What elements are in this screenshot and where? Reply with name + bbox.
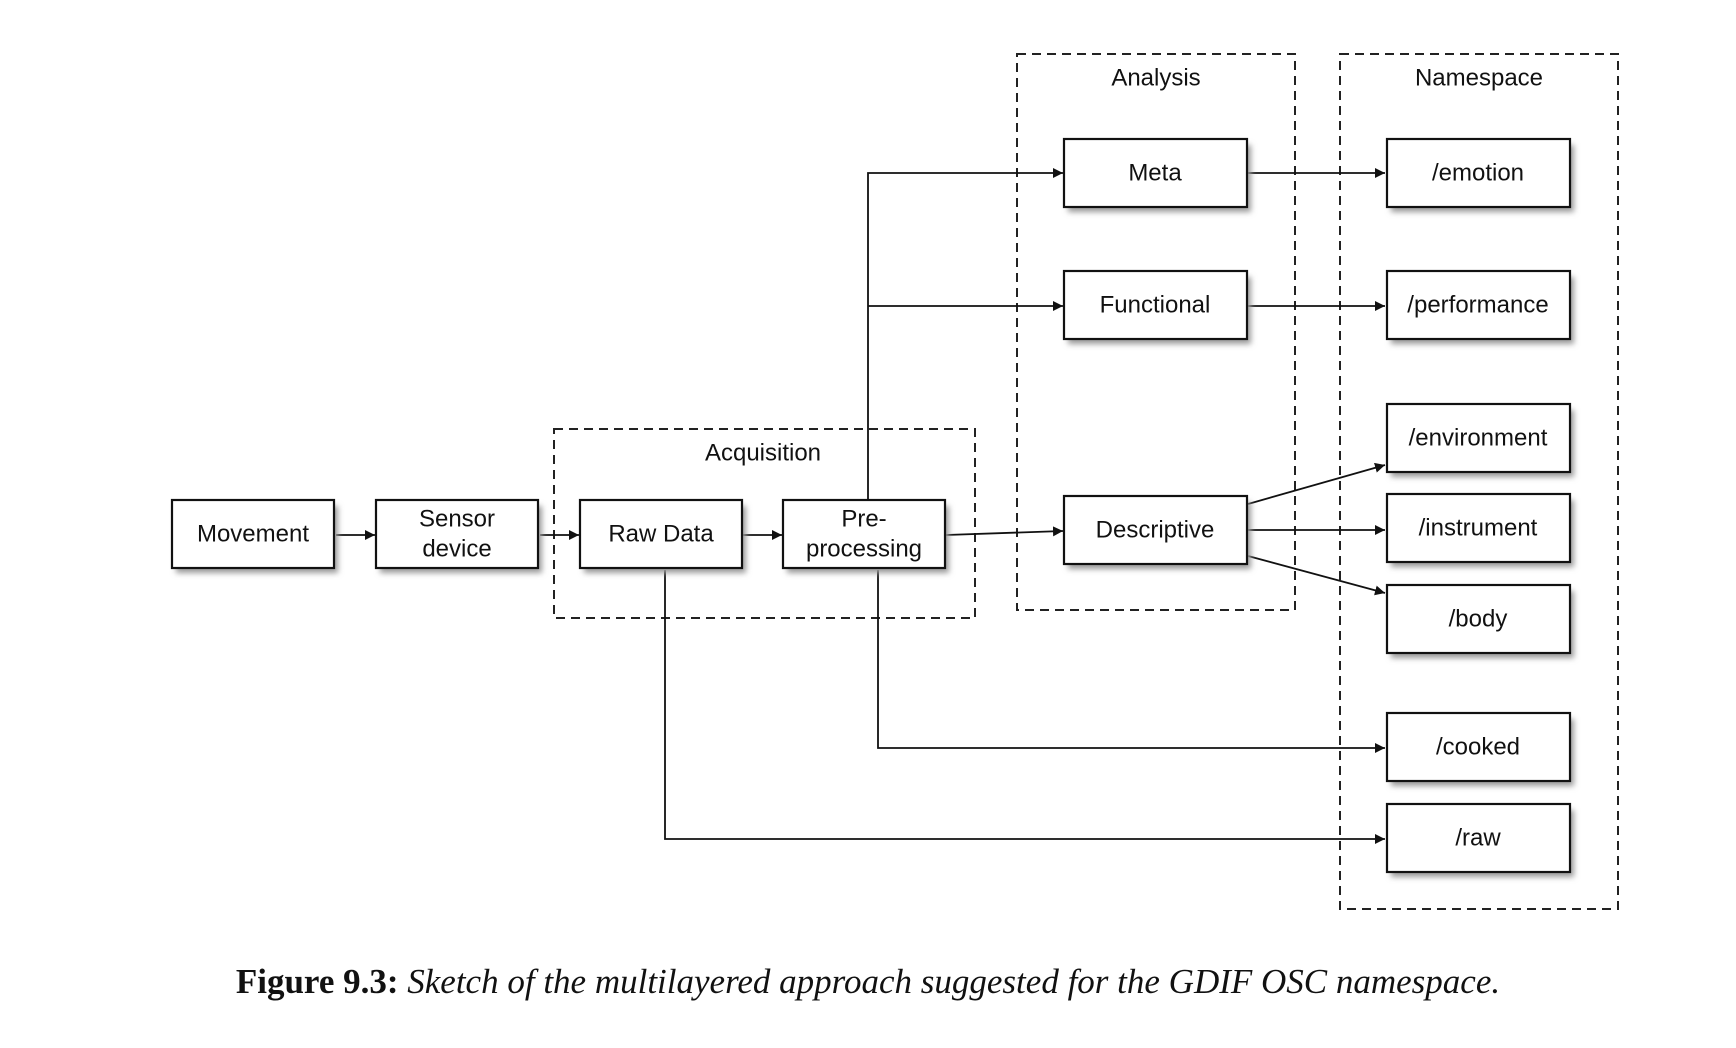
node-descriptive: Descriptive xyxy=(1062,494,1251,569)
node-body: /body xyxy=(1385,583,1574,658)
node-instrument-label: /instrument xyxy=(1419,514,1538,541)
node-sensor-label-line1: Sensor xyxy=(419,505,495,532)
node-movement-label: Movement xyxy=(197,520,309,547)
node-performance: /performance xyxy=(1385,269,1574,344)
node-raw: /raw xyxy=(1385,802,1574,877)
edge-rawdata-raw xyxy=(664,570,1385,844)
figure-caption: Figure 9.3: Sketch of the multilayered a… xyxy=(0,962,1736,1002)
edge-preprocessing-descriptive xyxy=(945,526,1064,537)
node-sensor-label-line2: device xyxy=(422,535,491,562)
group-label-acquisition: Acquisition xyxy=(705,439,821,466)
group-label-analysis: Analysis xyxy=(1111,64,1200,91)
group-analysis: Analysis xyxy=(1016,53,1296,611)
node-preprocessing-label-line1: Pre- xyxy=(841,505,886,532)
edge-descriptive-body xyxy=(1247,555,1386,596)
node-preprocessing-label-line2: processing xyxy=(806,535,922,562)
node-descriptive-label: Descriptive xyxy=(1096,516,1215,543)
node-raw-label: /raw xyxy=(1455,824,1501,851)
group-label-namespace: Namespace xyxy=(1415,64,1543,91)
node-cooked-label: /cooked xyxy=(1436,733,1520,760)
node-sensor-device: Sensor device xyxy=(374,498,542,573)
node-instrument: /instrument xyxy=(1385,492,1574,567)
node-movement: Movement xyxy=(170,498,338,573)
node-emotion-label: /emotion xyxy=(1432,159,1524,186)
node-functional: Functional xyxy=(1062,269,1251,344)
edge-preprocessing-cooked xyxy=(877,570,1385,753)
edge-preprocessing-meta xyxy=(867,168,1063,500)
node-environment: /environment xyxy=(1385,402,1574,477)
node-raw-data: Raw Data xyxy=(578,498,746,573)
node-meta: Meta xyxy=(1062,137,1251,212)
node-body-label: /body xyxy=(1449,605,1508,632)
node-meta-label: Meta xyxy=(1128,159,1182,186)
edges xyxy=(336,168,1386,844)
figure-caption-label: Figure 9.3: xyxy=(235,962,399,1001)
node-raw-data-label: Raw Data xyxy=(608,520,714,547)
edge-descriptive-environment xyxy=(1247,462,1386,505)
node-performance-label: /performance xyxy=(1407,291,1548,318)
group-acquisition: Acquisition xyxy=(553,428,976,619)
group-namespace: Namespace xyxy=(1339,53,1619,910)
node-emotion: /emotion xyxy=(1385,137,1574,212)
node-functional-label: Functional xyxy=(1100,291,1211,318)
node-environment-label: /environment xyxy=(1409,424,1548,451)
figure-caption-text: Sketch of the multilayered approach sugg… xyxy=(407,962,1501,1001)
node-cooked: /cooked xyxy=(1385,711,1574,786)
node-preprocessing: Pre- processing xyxy=(781,498,949,573)
